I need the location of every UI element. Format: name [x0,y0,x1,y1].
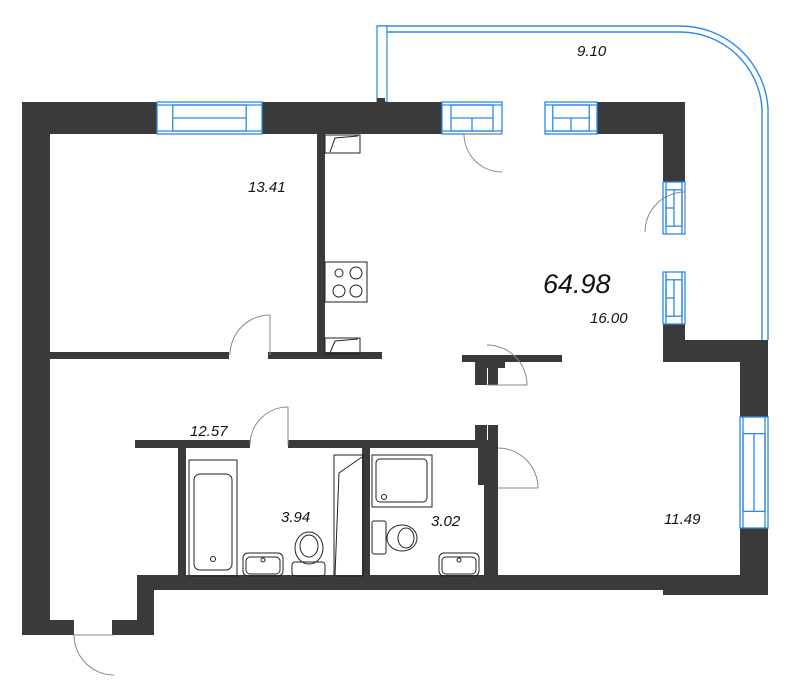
door-swing-icon [73,634,115,676]
shower-partition-icon [333,454,364,577]
wall-segment [377,98,385,106]
wall-segment [475,425,487,443]
sink-icon [242,552,284,577]
wall-segment [663,102,685,182]
wall-segment [44,352,229,359]
door-swing-icon [497,447,539,489]
wall-segment [268,352,320,359]
window-icon [662,271,686,325]
walls [22,98,768,635]
window-icon [544,101,598,135]
wall-segment [488,425,498,485]
wall-segment [44,355,50,635]
wall-segment [22,442,44,632]
balcony-glazing [376,25,769,340]
wall-segment [317,352,382,359]
fixtures [188,134,480,577]
total-area: 64.98 [543,269,611,299]
room-area-wc: 3.02 [431,513,461,530]
room-area-bathroom: 3.94 [281,509,311,526]
window-icon [739,416,769,529]
door-swing-icon [644,191,686,233]
wall-segment [22,620,74,635]
wall-segment [488,358,498,385]
door-swing-icon [249,406,289,446]
wall-segment [462,355,562,362]
shower-tray-icon [371,454,433,508]
room-area-kitchen-living: 16.00 [590,310,628,327]
wall-segment [317,130,325,358]
room-area-bedroom-2: 11.49 [664,511,701,528]
wall-segment [178,445,186,575]
wall-segment [135,440,250,448]
wall-segment [262,102,442,134]
window-icon [441,101,503,135]
wall-segment [288,440,478,448]
stove-icon [324,261,368,303]
wall-segment [663,340,768,362]
wall-segment [484,485,498,575]
wall-segment [137,575,677,590]
kitchen-cabinet-icon [324,134,361,154]
room-area-hallway: 12.57 [190,423,228,440]
windows [156,101,769,529]
wall-segment [362,445,370,575]
window-icon [156,101,263,135]
door-swing-icon [463,133,503,173]
wall-segment [740,362,768,417]
bathtub-icon [188,459,238,577]
toilet-icon [291,531,326,577]
door-swing-icon [229,314,271,356]
toilet-icon [371,520,418,555]
door-swing-icon [486,344,528,386]
window-icon [662,181,686,235]
sink-icon [438,552,480,577]
wall-segment [740,528,768,595]
room-area-balcony: 9.10 [577,43,607,60]
kitchen-cabinet-icon [324,337,361,355]
doors [73,133,686,676]
room-area-bedroom-1: 13.41 [248,179,286,196]
